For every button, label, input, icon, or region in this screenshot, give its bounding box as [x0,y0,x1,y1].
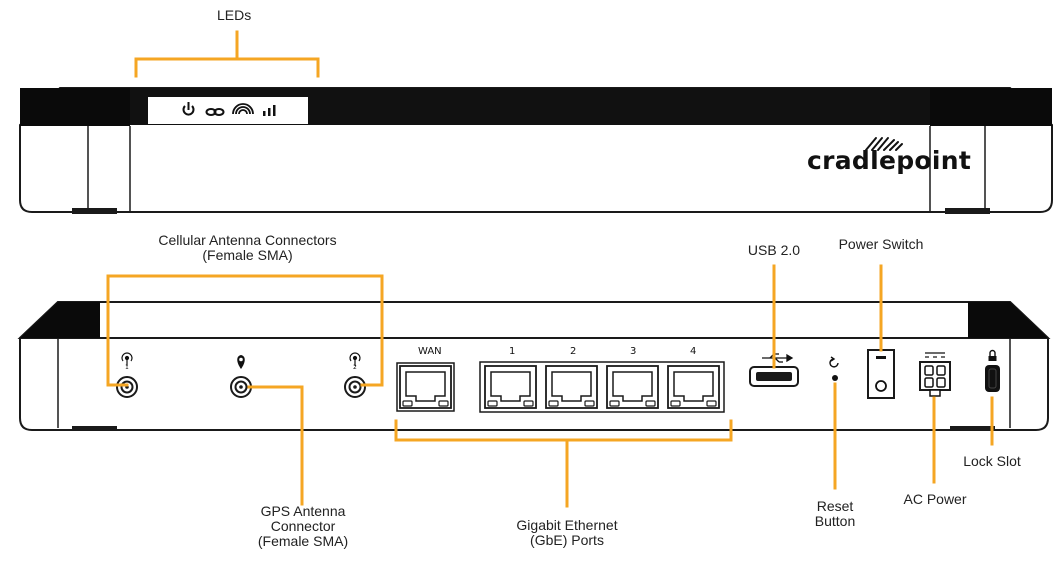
wifi-led-icon [232,103,254,115]
lock-icon [988,349,997,361]
cellular-antenna-label-line-2: (Female SMA) [202,247,293,263]
gps-antenna-label-line-1: GPS Antenna [260,503,346,519]
link-led-icon [205,108,225,116]
gbe-ports-label: Gigabit Ethernet (GbE) Ports [497,518,637,548]
front-right-foot [945,208,990,214]
cellular-antenna-connector-2 [344,376,366,398]
gbe-ports-label-line-1: Gigabit Ethernet [516,517,618,533]
usb-label: USB 2.0 [747,242,801,258]
reset-icon [829,356,839,368]
wan-port-label: WAN [418,346,442,357]
back-left-corner [20,302,100,338]
cradlepoint-logo-icon [865,137,903,151]
gps-callout [247,385,304,506]
gps-antenna-label-line-2: Connector [270,518,336,534]
lan-port-4-label: 4 [690,346,697,357]
antenna-1-mark: 1 [125,364,129,371]
back-top-band [17,301,1051,339]
lock-slot-label: Lock Slot [963,453,1021,469]
antenna-2-icon [349,352,361,366]
reset-button-label-line-2: Button [814,513,856,529]
brand-name: cradlepoint [807,146,972,175]
callout-lines [106,30,994,508]
reset-button-label: Reset Button [795,499,875,529]
lan-port-2 [545,365,598,409]
power-led-icon [182,102,195,116]
cellular-antenna-label-line-1: Cellular Antenna Connectors [158,232,337,248]
back-right-corner [968,302,1048,338]
cellular-antenna-label: Cellular Antenna Connectors (Female SMA) [110,233,385,263]
gps-antenna-label: GPS Antenna Connector (Female SMA) [243,504,363,549]
lan-ports-housing [479,361,725,413]
wan-port [396,362,455,412]
signal-led-icon [263,105,276,116]
lan-port-3-label: 3 [630,346,637,357]
ethernet-ports [396,362,720,412]
front-right-corner [930,88,1052,126]
leds-callout [134,57,320,78]
cellular-callout [106,274,384,387]
gbe-callout [394,419,733,442]
reset-hole [832,375,838,381]
front-left-corner [20,88,130,126]
dc-symbol-icon [925,352,945,358]
lan-port-2-label: 2 [570,346,577,357]
lan-port-1-label: 1 [509,346,516,357]
reset-button-label-line-1: Reset [816,498,854,514]
ac-power-label: AC Power [903,491,967,507]
gbe-ports-label-line-2: (GbE) Ports [530,532,604,548]
antenna-1-icon [121,352,133,366]
back-right-foot [950,426,995,431]
back-left-foot [72,426,117,431]
front-view [19,87,1053,214]
gps-antenna-label-line-3: (Female SMA) [257,533,349,549]
front-left-foot [72,208,117,214]
leds-label: LEDs [217,7,252,23]
cellular-antenna-connector-1 [116,376,138,398]
power-switch-label: Power Switch [838,236,924,252]
back-view [17,301,1051,431]
gps-pin-icon [237,355,245,369]
lan-port-1 [484,365,537,409]
led-panel [148,97,308,124]
lan-port-4 [667,365,720,409]
lan-port-3 [606,365,659,409]
antenna-2-mark: 2 [353,364,357,371]
